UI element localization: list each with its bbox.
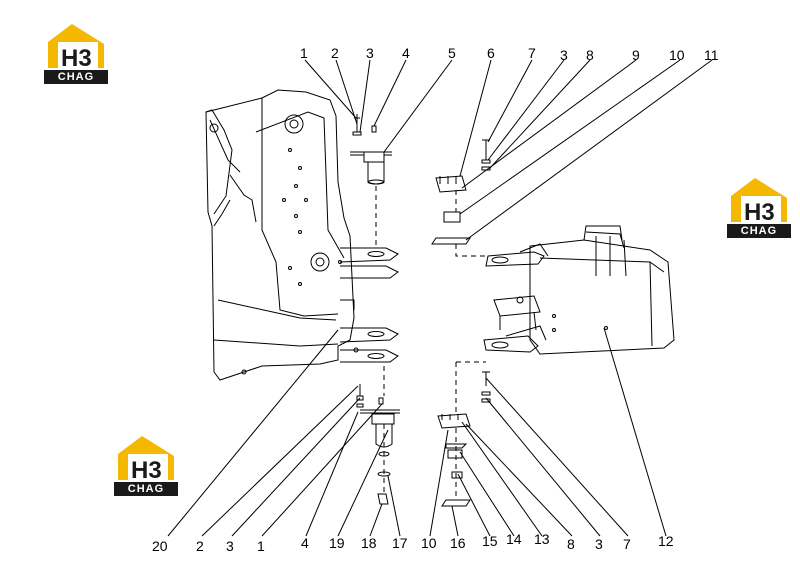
callout-label: 3 <box>366 45 374 61</box>
callout-label: 8 <box>567 536 575 552</box>
brand-logo-bottom-left: H3 CHAG <box>114 434 178 496</box>
callout-label: 16 <box>450 535 466 551</box>
logo-brand-text: CHAG <box>44 70 108 84</box>
callout-label: 20 <box>152 538 168 554</box>
callout-label: 3 <box>595 536 603 552</box>
callout-label: 7 <box>623 536 631 552</box>
rear-frame <box>483 225 675 355</box>
logo-mark: H3 <box>744 199 775 224</box>
callout-label: 11 <box>704 47 719 63</box>
callouts-bottom: 20 2 3 1 4 19 18 17 10 16 15 14 13 8 3 7… <box>152 531 674 554</box>
callout-label: 2 <box>196 538 204 554</box>
callout-label: 2 <box>331 45 339 61</box>
assembly-axes <box>375 186 488 500</box>
front-frame <box>205 89 399 381</box>
callout-label: 4 <box>402 45 410 61</box>
leader-lines <box>167 59 713 537</box>
callout-label: 14 <box>506 531 522 547</box>
callout-label: 4 <box>301 535 309 551</box>
callout-label: 19 <box>329 535 345 551</box>
brand-logo-right: H3 CHAG <box>727 176 791 238</box>
right-upper-pin-stack <box>431 139 491 245</box>
right-lower-pin-stack <box>437 371 491 507</box>
callout-label: 5 <box>448 45 456 61</box>
callout-label: 12 <box>658 533 674 549</box>
callout-label: 17 <box>392 535 408 551</box>
callout-label: 10 <box>421 535 437 551</box>
callout-label: 15 <box>482 533 498 549</box>
callout-label: 9 <box>632 47 640 63</box>
logo-brand-text: CHAG <box>114 482 178 496</box>
callouts-top: 1 2 3 4 5 6 7 3 8 9 10 11 <box>300 45 719 63</box>
callout-label: 1 <box>257 538 265 554</box>
logo-brand-text: CHAG <box>727 224 791 238</box>
callout-label: 6 <box>487 45 495 61</box>
callout-label: 1 <box>300 45 308 61</box>
logo-mark: H3 <box>131 457 162 482</box>
brand-logo-top-left: H3 CHAG <box>44 22 108 84</box>
callout-label: 18 <box>361 535 377 551</box>
callout-label: 13 <box>534 531 550 547</box>
callout-label: 8 <box>586 47 594 63</box>
logo-mark: H3 <box>61 45 92 70</box>
callout-label: 7 <box>528 45 536 61</box>
left-lower-pin-stack <box>356 384 400 505</box>
callout-label: 3 <box>226 538 234 554</box>
callout-label: 3 <box>560 47 568 63</box>
callout-label: 10 <box>669 47 685 63</box>
